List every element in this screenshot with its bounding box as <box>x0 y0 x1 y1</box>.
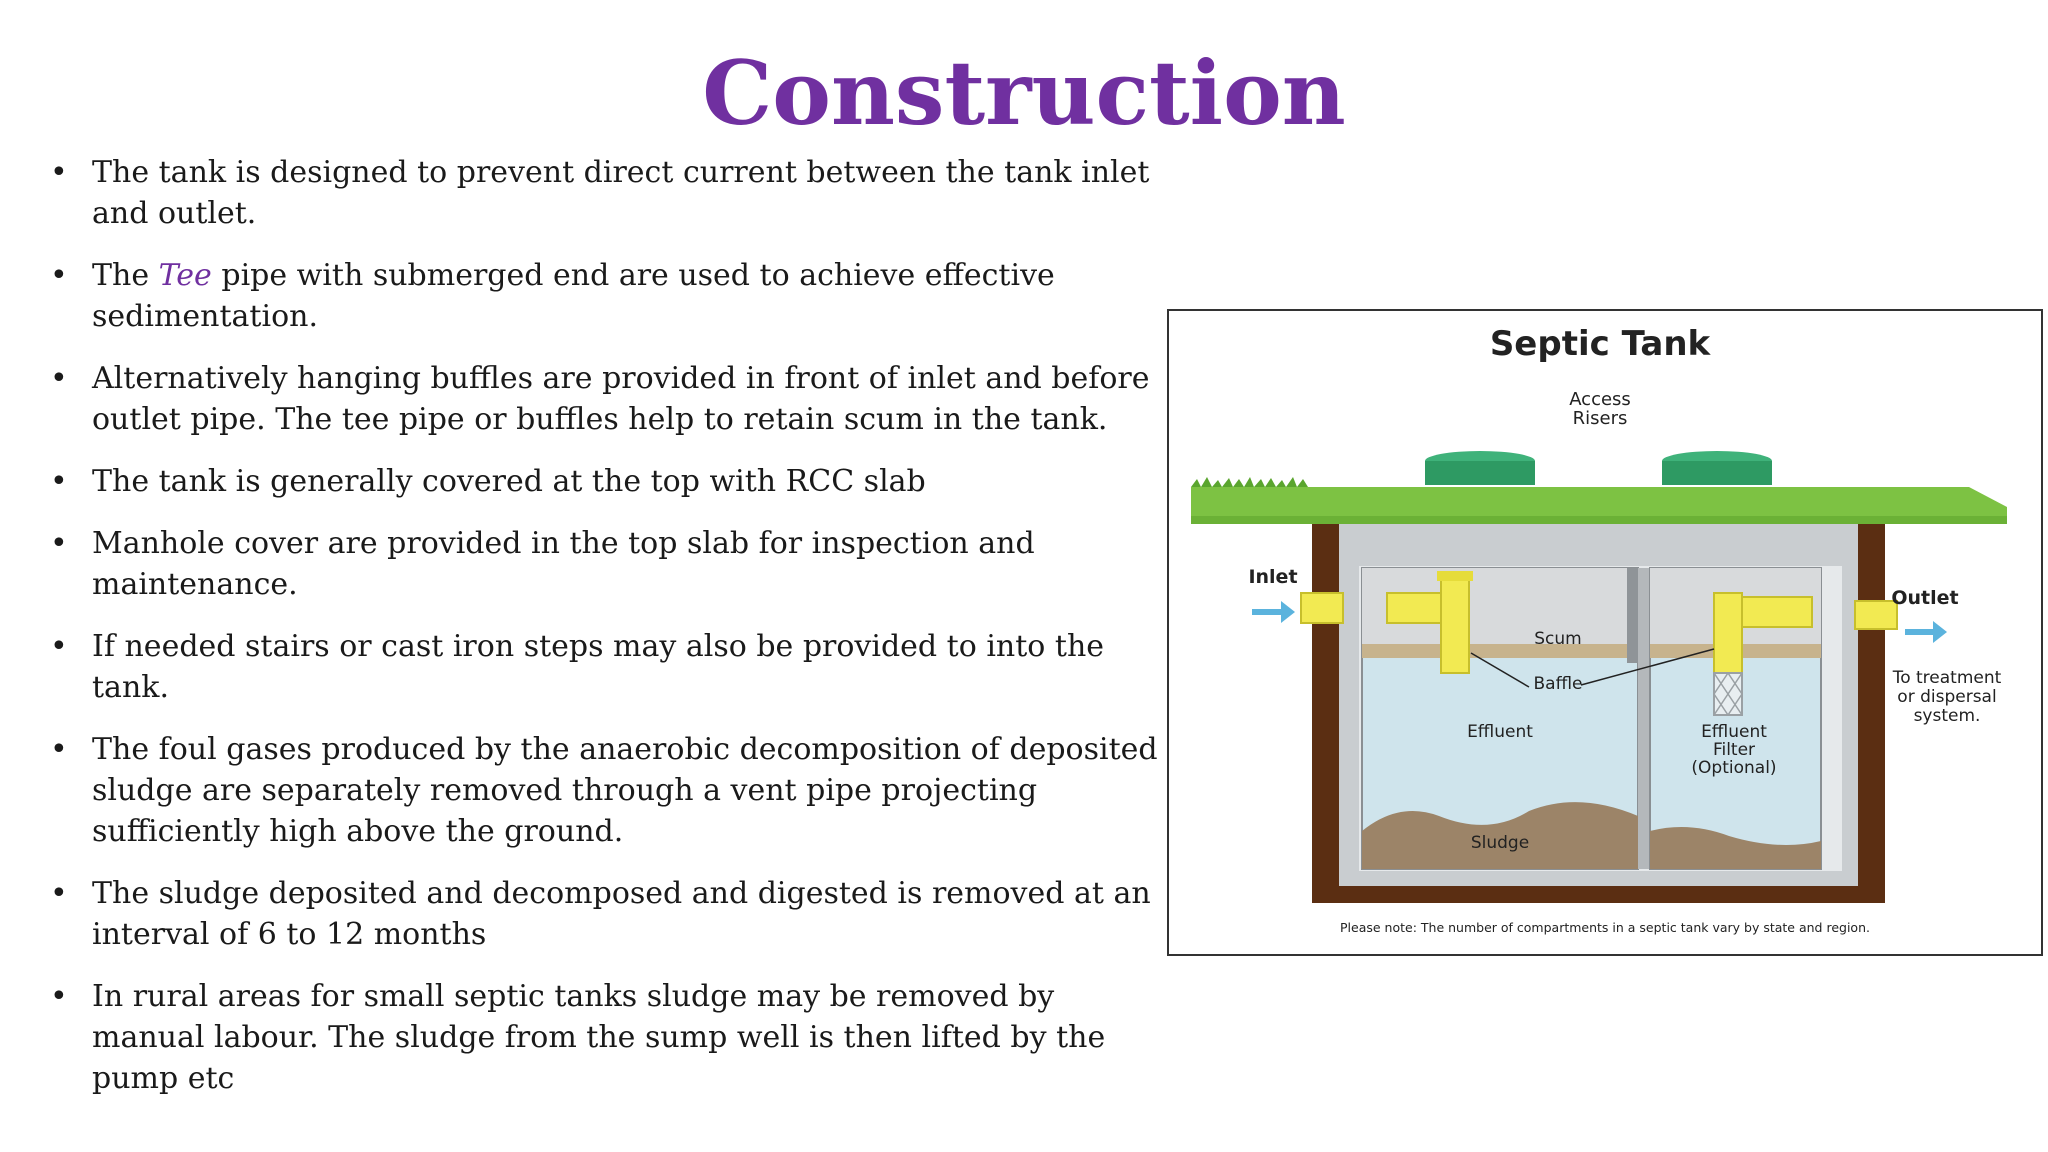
slide-title: Construction <box>702 41 1346 145</box>
bullet-text: The sludge deposited and decomposed and … <box>92 876 1151 952</box>
inlet-pipe <box>1300 592 1344 624</box>
bullet-item: • If needed stairs or cast iron steps may… <box>50 626 1170 708</box>
inlet-tee-horizontal <box>1386 592 1448 624</box>
grass-blades <box>1191 477 1969 487</box>
bullet-emphasis: Tee <box>158 258 212 293</box>
baffle-wall <box>1627 568 1638 663</box>
riser-right <box>1662 461 1772 485</box>
filter-label-3: (Optional) <box>1691 758 1776 778</box>
bullet-glyph: • <box>50 979 68 1014</box>
grass <box>1191 487 2007 523</box>
baffle-leader-right <box>1580 648 1715 686</box>
bullet-list: • The tank is designed to prevent direct … <box>50 152 1170 1120</box>
bullet-text: The foul gases produced by the anaerobic… <box>92 732 1158 849</box>
bullet-glyph: • <box>50 526 68 561</box>
bullet-item: • Manhole cover are provided in the top s… <box>50 523 1170 605</box>
bullet-text: The tank is generally covered at the top… <box>92 464 926 499</box>
dispersal-label-3: system. <box>1914 706 1981 726</box>
dispersal-label-1: To treatment <box>1892 668 2002 688</box>
access-risers-label-1: Access <box>1569 389 1631 410</box>
riser-left <box>1425 461 1535 485</box>
septic-tank-figure: Septic Tank Access Risers <box>1167 309 2043 956</box>
bullet-text: If needed stairs or cast iron steps may … <box>92 629 1105 705</box>
outlet-arrow-icon <box>1905 621 1947 643</box>
bullet-item: • In rural areas for small septic tanks s… <box>50 976 1170 1099</box>
outlet-pipe <box>1854 600 1898 630</box>
bullet-glyph: • <box>50 732 68 767</box>
filter-label-1: Effluent <box>1701 722 1767 742</box>
bullet-item: • The sludge deposited and decomposed and… <box>50 873 1170 955</box>
sludge-label: Sludge <box>1471 833 1529 853</box>
inlet-tee-vertical <box>1440 572 1470 674</box>
dispersal-label-2: or dispersal <box>1897 687 1996 707</box>
baffle-label: Baffle <box>1534 674 1583 694</box>
bullet-text: Alternatively hanging buffles are provid… <box>92 361 1150 437</box>
access-risers-label-2: Risers <box>1573 408 1628 429</box>
figure-title: Septic Tank <box>1490 324 1712 364</box>
inlet-label: Inlet <box>1248 566 1297 588</box>
effluent-filter-mesh <box>1713 672 1743 716</box>
bullet-text-tail: pipe with submerged end are used to achi… <box>92 258 1055 334</box>
bullet-text: The tank is designed to prevent direct c… <box>92 155 1150 231</box>
sludge-layer <box>1362 802 1638 869</box>
outlet-tee-vertical <box>1713 592 1743 674</box>
figure-note: Please note: The number of compartments … <box>1340 920 1870 935</box>
filter-label-2: Filter <box>1713 740 1755 760</box>
bullet-glyph: • <box>50 155 68 190</box>
scum-layer <box>1362 644 1638 658</box>
bullet-glyph: • <box>50 361 68 396</box>
bullet-item: • The tank is designed to prevent direct … <box>50 152 1170 234</box>
bullet-text: Manhole cover are provided in the top sl… <box>92 526 1035 602</box>
baffle-leader-left <box>1470 652 1530 688</box>
dividing-wall <box>1638 568 1650 869</box>
bullet-glyph: • <box>50 629 68 664</box>
bullet-glyph: • <box>50 258 68 293</box>
bullet-glyph: • <box>50 464 68 499</box>
bullet-glyph: • <box>50 876 68 911</box>
bullet-text: The <box>92 258 159 293</box>
outlet-tee-horizontal <box>1741 596 1813 628</box>
scum-label: Scum <box>1534 629 1581 649</box>
outlet-label: Outlet <box>1891 587 1958 609</box>
bullet-item: • The foul gases produced by the anaerobi… <box>50 729 1170 852</box>
inlet-arrow-icon <box>1252 601 1295 623</box>
grass-edge <box>1191 516 2007 524</box>
bullet-text: In rural areas for small septic tanks sl… <box>92 979 1106 1096</box>
bullet-item: • The tank is generally covered at the to… <box>50 461 1170 502</box>
sludge-layer-secondary <box>1650 827 1821 869</box>
bullet-item: • The Tee pipe with submerged end are use… <box>50 255 1170 337</box>
septic-tank-diagram: Septic Tank Access Risers <box>1191 324 2007 935</box>
effluent-label: Effluent <box>1467 722 1533 742</box>
inlet-tee-cap <box>1437 571 1473 581</box>
bullet-item: • Alternatively hanging buffles are provi… <box>50 358 1170 440</box>
